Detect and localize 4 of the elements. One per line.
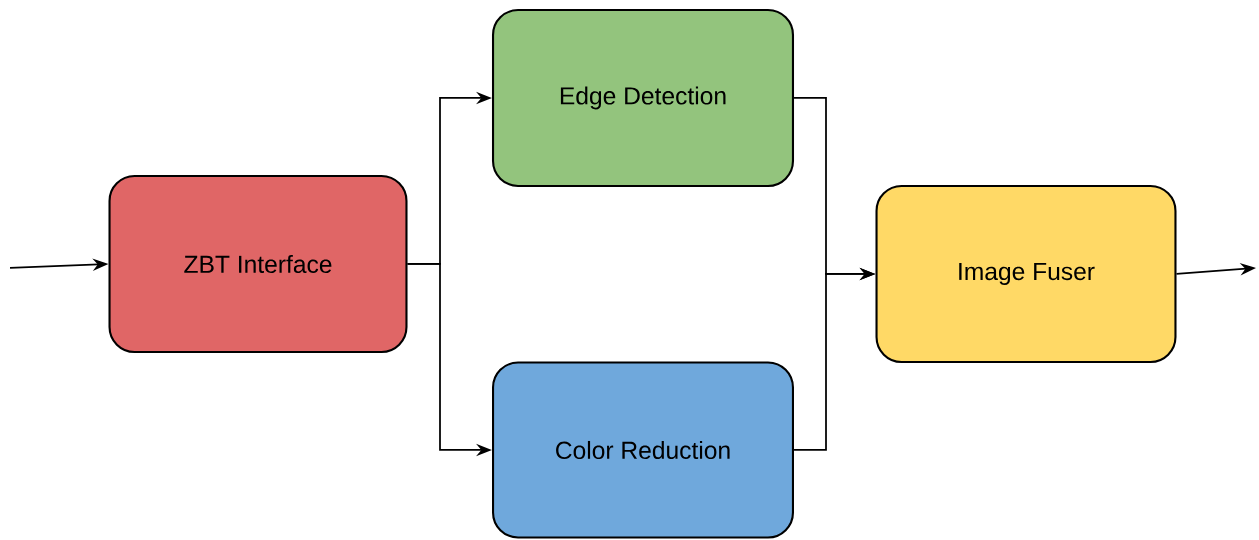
process-box: Color Reduction: [491, 361, 795, 539]
process-box: Image Fuser: [875, 184, 1177, 364]
process-box: Edge Detection: [491, 8, 795, 188]
process-box: ZBT Interface: [108, 174, 408, 354]
